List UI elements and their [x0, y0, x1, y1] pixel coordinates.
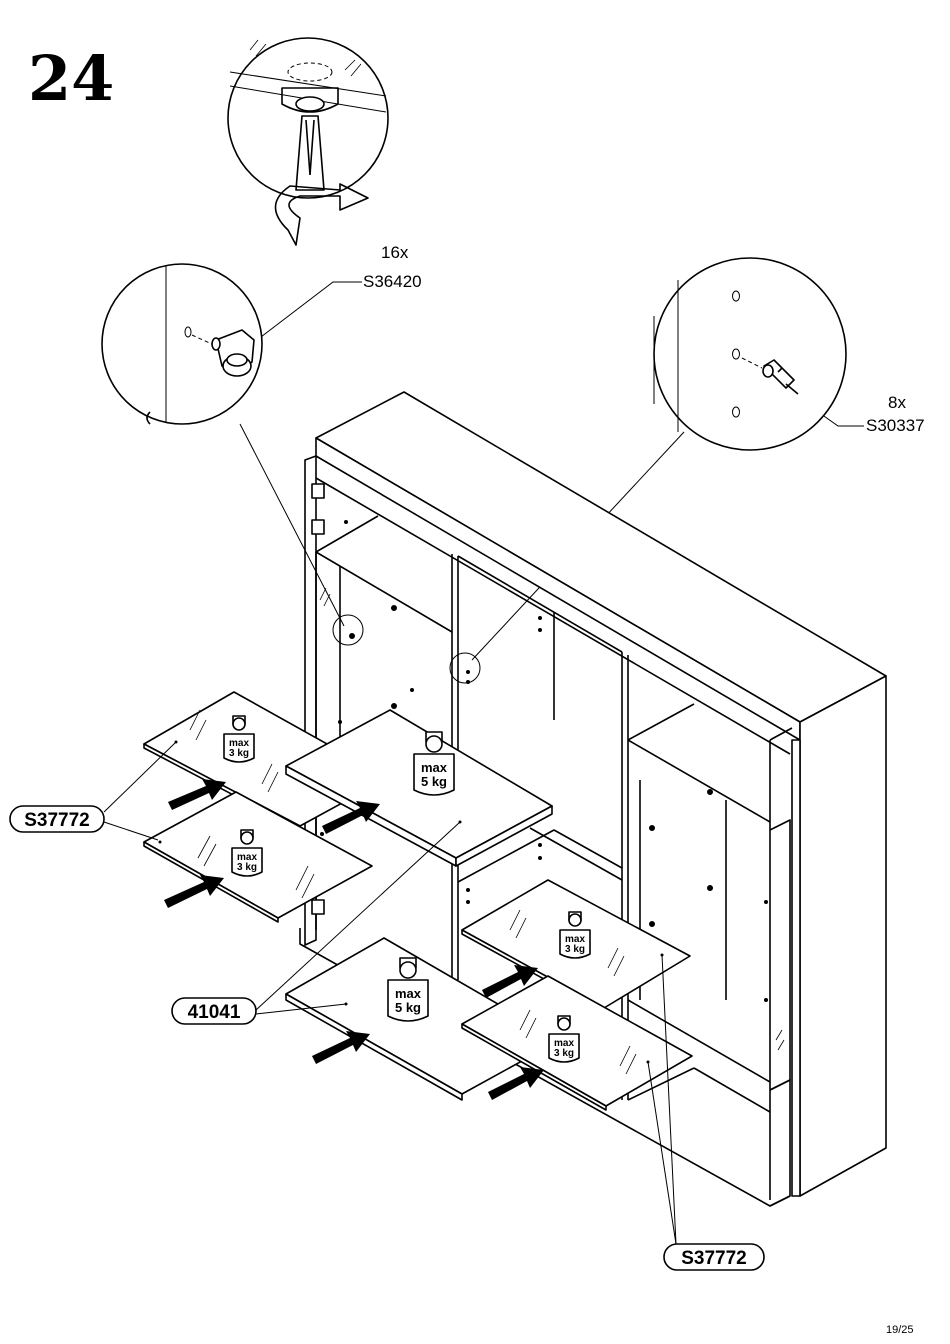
insert-arrow: [312, 1031, 370, 1064]
hardware-code: S36420: [363, 272, 422, 291]
weight-value-label: 3 kg: [565, 944, 585, 955]
weight-icon: max 3 kg: [223, 715, 255, 763]
weight-max-label: max: [229, 738, 249, 749]
weight-value-label: 3 kg: [554, 1048, 574, 1059]
insert-arrow: [482, 965, 538, 998]
page-number: 19/25: [886, 1324, 914, 1336]
shelf-pin-holes: [320, 520, 768, 1002]
weight-value-label: 3 kg: [237, 862, 257, 873]
part-code: S37772: [681, 1248, 747, 1269]
weight-value-label: 5 kg: [421, 774, 447, 789]
insert-arrow: [322, 801, 380, 834]
part-code: 41041: [188, 1002, 241, 1023]
weight-value-label: 5 kg: [395, 1000, 421, 1015]
hardware-code: S30337: [866, 416, 925, 435]
insert-arrow: [164, 875, 224, 908]
shelf-support-detail: [101, 263, 263, 425]
insert-arrow: [488, 1067, 544, 1100]
weight-icon: max 3 kg: [559, 911, 591, 959]
part-label-41041: 41041: [171, 821, 461, 1025]
weight-max-label: max: [421, 760, 448, 775]
weight-value-label: 3 kg: [229, 748, 249, 759]
weight-icon: max 5 kg: [387, 957, 429, 1022]
shelf-pin-detail: [653, 257, 847, 451]
weight-icon: max 3 kg: [548, 1015, 580, 1063]
part-code: S37772: [24, 810, 90, 831]
weight-max-label: max: [395, 986, 422, 1001]
step-number: 24: [28, 42, 114, 115]
weight-max-label: max: [554, 1038, 574, 1049]
insert-arrow: [168, 779, 226, 810]
screwdriver-detail: [227, 37, 389, 246]
weight-icon: max 5 kg: [413, 731, 455, 796]
hardware-quantity: 16x: [381, 243, 409, 262]
cabinet-body: [299, 391, 887, 1207]
weight-icon: max 3 kg: [231, 829, 263, 877]
weight-max-label: max: [237, 852, 257, 863]
hardware-quantity: 8x: [888, 393, 906, 412]
weight-max-label: max: [565, 934, 585, 945]
part-label-s37772-right: S37772: [647, 954, 765, 1271]
part-label-s37772-left: S37772: [9, 741, 177, 841]
